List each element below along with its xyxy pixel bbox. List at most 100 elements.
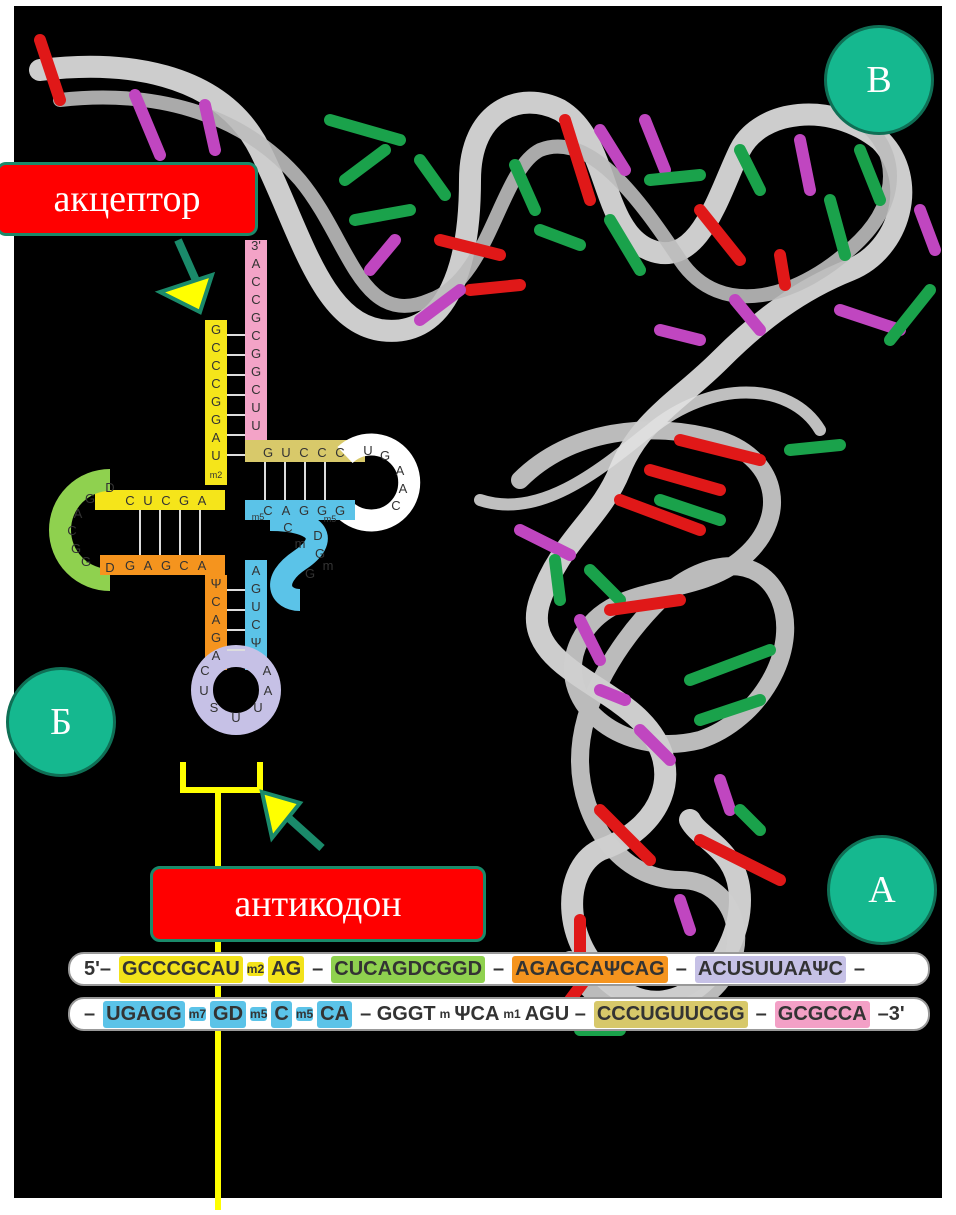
- nucleotide-letter: U: [281, 445, 290, 460]
- nucleotide-letter: G: [251, 310, 261, 325]
- nucleotide-letter: C: [211, 340, 220, 355]
- nucleotide-letter: A: [74, 506, 83, 521]
- nucleotide-letter: C: [317, 445, 326, 460]
- nucleotide-letter: U: [143, 493, 152, 508]
- sequence-segment: CA: [317, 1001, 352, 1028]
- nucleotide-letter: U: [253, 700, 262, 715]
- nucleotide-letter: G: [71, 541, 81, 556]
- nucleotide-letter: Ψ: [211, 576, 222, 591]
- nucleotide-letter: U: [251, 400, 260, 415]
- sequence-segment: –: [493, 958, 504, 981]
- nucleotide-letter: A: [212, 430, 221, 445]
- nucleotide-letter: G: [161, 558, 171, 573]
- nucleotide-letter: G: [380, 448, 390, 463]
- nucleotide-letter: C: [161, 493, 170, 508]
- nucleotide-letter: C: [211, 594, 220, 609]
- sequence-segment: GD: [210, 1001, 246, 1028]
- sequence-segment: AGU –: [525, 1003, 586, 1026]
- nucleotide-letter: m5: [324, 514, 337, 524]
- nucleotide-letter: G: [335, 503, 345, 518]
- nucleotide-letter: C: [67, 523, 76, 538]
- sequence-segment: –: [84, 1003, 95, 1026]
- nucleotide-letter: Ψ: [251, 635, 262, 650]
- nucleotide-letter: A: [198, 493, 207, 508]
- nucleotide-letter: A: [252, 563, 261, 578]
- nucleotide-letter: C: [335, 445, 344, 460]
- sequence-segment: GCCCGCAU: [119, 956, 243, 983]
- nucleotide-letter: G: [305, 566, 315, 581]
- nucleotide-letter: G: [211, 412, 221, 427]
- nucleotide-letter: U: [251, 418, 260, 433]
- nucleotide-letter: U: [363, 443, 372, 458]
- nucleotide-letter: C: [263, 503, 272, 518]
- nucleotide-letter: G: [299, 503, 309, 518]
- nucleotide-letter: C: [299, 445, 308, 460]
- sequence-segment: – GGGT: [360, 1003, 436, 1026]
- nucleotide-letter: C: [211, 358, 220, 373]
- nucleotide-letter: C: [200, 663, 209, 678]
- nucleotide-letter: m2: [210, 470, 223, 480]
- sequence-segment: –: [312, 958, 323, 981]
- nucleotide-letter: G: [81, 554, 91, 569]
- nucleotide-letter: D: [105, 480, 114, 495]
- sequence-segment: AGAGCAΨCAG: [512, 956, 668, 983]
- nucleotide-letter: U: [231, 710, 240, 725]
- circle-b: Б: [6, 667, 116, 777]
- nucleotide-letter: G: [179, 493, 189, 508]
- sequence-segment: GCGCCA: [775, 1001, 870, 1028]
- nucleotide-letter: D: [105, 560, 114, 575]
- circle-v: В: [824, 25, 934, 135]
- nucleotide-letter: D: [313, 528, 322, 543]
- anticodon-label: антикодон: [150, 866, 486, 942]
- nucleotide-letter: A: [282, 503, 291, 518]
- sequence-segment: m: [440, 1007, 451, 1021]
- circle-a: А: [827, 835, 937, 945]
- nucleotide-letter: A: [263, 663, 272, 678]
- nucleotide-letter: C: [251, 617, 260, 632]
- sequence-segment: m5: [250, 1007, 267, 1021]
- nucleotide-letter: A: [399, 481, 408, 496]
- nucleotide-letter: G: [263, 445, 273, 460]
- sequence-segment: C: [271, 1001, 291, 1028]
- sequence-segment: 5'–: [84, 958, 111, 981]
- nucleotide-letter: G: [211, 394, 221, 409]
- nucleotide-letter: G: [125, 558, 135, 573]
- nucleotide-letter: G: [251, 346, 261, 361]
- nucleotide-letter: U: [251, 599, 260, 614]
- nucleotide-letter: A: [198, 558, 207, 573]
- nucleotide-letter: C: [179, 558, 188, 573]
- sequence-segment: –: [676, 958, 687, 981]
- sequence-segment: –3': [878, 1003, 905, 1026]
- nucleotide-letter: G: [251, 581, 261, 596]
- nucleotide-letter: m5: [252, 512, 265, 522]
- sequence-segment: UGAGG: [103, 1001, 185, 1028]
- nucleotide-letter: G: [211, 322, 221, 337]
- nucleotide-letter: A: [396, 463, 405, 478]
- sequence-segment: –: [756, 1003, 767, 1026]
- nucleotide-letter: U: [199, 683, 208, 698]
- nucleotide-letter: C: [283, 520, 292, 535]
- nucleotide-letter: A: [252, 256, 261, 271]
- sequence-segment: m2: [247, 962, 264, 976]
- nucleotide-letter: C: [251, 274, 260, 289]
- nucleotide-letter: C: [125, 493, 134, 508]
- nucleotide-letter: m: [323, 558, 334, 573]
- sequence-segment: ACUSUUAAΨC: [695, 956, 846, 983]
- nucleotide-letter: C: [251, 328, 260, 343]
- nucleotide-letter: A: [212, 648, 221, 663]
- nucleotide-letter: A: [264, 683, 273, 698]
- sequence-segment: CCCUGUUCGG: [594, 1001, 748, 1028]
- sequence-segment: AG: [268, 956, 304, 983]
- nucleotide-letter: m: [295, 536, 306, 551]
- sequence-segment: m7: [189, 1007, 206, 1021]
- sequence-segment: CUCAGDCGGD: [331, 956, 485, 983]
- nucleotide-letter: 3': [251, 238, 261, 253]
- sequence-segment: m1: [503, 1007, 520, 1021]
- acceptor-label: акцептор: [0, 162, 258, 236]
- nucleotide-letter: G: [211, 630, 221, 645]
- sequence-segment: ΨCA: [454, 1003, 499, 1026]
- nucleotide-letter: C: [251, 292, 260, 307]
